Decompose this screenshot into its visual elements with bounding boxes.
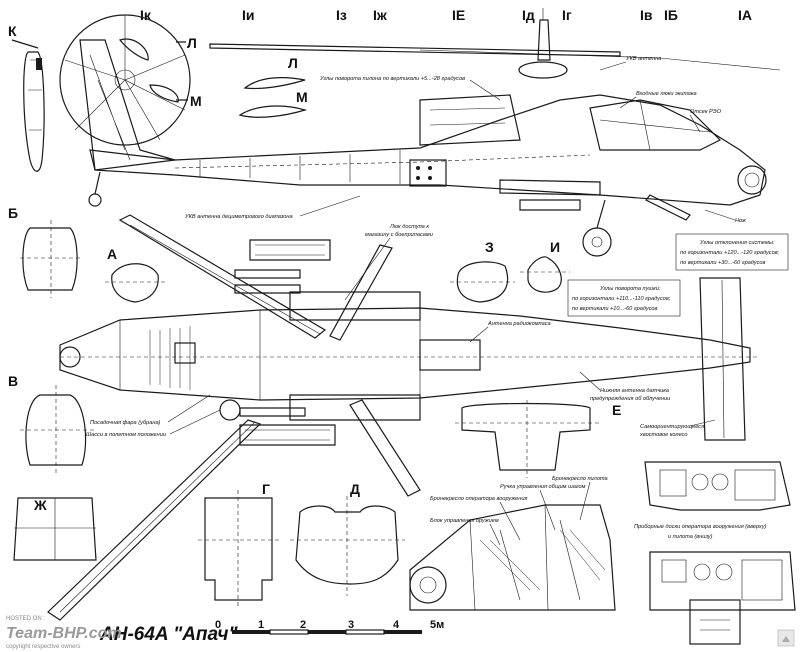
section-label-l: Л [187, 35, 197, 51]
annotation-crew-hatches: Входные люки экипажа [636, 91, 697, 97]
annotation-gun-angles-2: по горизонтали +110...-110 градусов; [572, 296, 671, 302]
annotation-sight-angles-2: по горизонтали +120...-120 градусов; [680, 250, 780, 256]
scale-tick-1: 1 [258, 619, 264, 631]
section-label-z: З [485, 239, 494, 255]
section-label-zh: Ж [33, 497, 47, 513]
section-z: З [450, 239, 515, 303]
station-label-z: Iз [336, 7, 347, 23]
cockpit-cutaway: Ручка управления общим шагом Бронекресло… [409, 476, 616, 611]
station-label-e: IЕ [452, 7, 465, 23]
section-label-m: М [190, 93, 202, 109]
plan-annotations: Люк доступа к магазину с боеприпасами Уг… [86, 224, 716, 438]
annotation-self-center-2: хвостовое колесо [639, 432, 688, 438]
scale-tick-0: 0 [215, 619, 221, 631]
annotation-landing-light: Посадочная фара (убрана) [90, 420, 161, 426]
annotation-avionics-bay: Отсек РЭО [690, 109, 722, 115]
tail-rotor-disc: Л М [59, 14, 202, 146]
annotation-gun-angles-1: Углы поворота пушки: [599, 286, 661, 292]
fuselage-side [79, 39, 767, 257]
annotation-dashboards-1: Приборные доски оператора вооружения (вв… [634, 524, 767, 530]
section-k: К [8, 23, 45, 172]
side-annotations: Углы поворота пилона по вертикали +5...-… [184, 56, 789, 271]
annotation-gear-flight: Шасси в полетном положении [86, 432, 166, 438]
section-label-m2: М [296, 89, 308, 105]
annotation-gun-angles-3: по вертикали +10...-60 градусов [572, 306, 658, 312]
station-label-i: Iи [242, 7, 255, 23]
watermark-brand: Team-BHP.com [6, 625, 122, 642]
annotation-dashboards-2: и пилота (внизу) [668, 534, 713, 540]
section-label-e: Е [612, 402, 621, 418]
section-label-b: Б [8, 205, 18, 221]
annotation-pylon-angles: Углы поворота пилона по вертикали +5...-… [319, 76, 465, 82]
section-label-k: К [8, 23, 17, 39]
section-label-d: Д [350, 481, 360, 497]
annotation-warning-antenna-2: предупреждения об облучении [590, 396, 670, 402]
corner-glyph-icon [782, 636, 790, 642]
station-markers: Iк Iи Iз Iж IЕ Iд Iг Iв IБ IА [140, 7, 752, 23]
main-rotor-side [209, 8, 781, 79]
gun-angles-box [567, 279, 681, 317]
section-i: И [520, 239, 570, 293]
annotation-warning-antenna-1: Нижняя антенна датчика [600, 388, 669, 394]
section-a: А [105, 246, 165, 303]
annotation-knife: Нож [735, 218, 747, 224]
annotation-weapon-panel: Блок управления оружием [430, 518, 499, 524]
station-label-g: Iг [562, 7, 572, 23]
scale-tick-4: 4 [393, 619, 400, 631]
drawing-title: AH-64A "Апач" [99, 624, 238, 645]
plan-view [47, 214, 760, 621]
annotation-sight-angles-3: по вертикали +30...-60 градусов [680, 260, 766, 266]
instrument-panels: Приборные доски оператора вооружения (вв… [634, 461, 796, 645]
scale-tick-2: 2 [300, 619, 306, 631]
watermark-hosted-on: HOSTED ON : [6, 616, 45, 622]
section-e: Е [455, 400, 621, 478]
annotation-sight-angles-1: Углы отклонения системы: [699, 240, 775, 246]
watermark-copyright: copyright respective owners [6, 644, 80, 650]
annotation-pilot-armor: Бронекресло пилота [552, 476, 608, 482]
scale-bar: 0 1 2 3 4 5м [215, 619, 444, 635]
annotation-rear-uhf-antenna: УКВ антенна дециметрового диапазона [184, 214, 293, 220]
annotation-self-center-1: Самоориентирующееся [640, 424, 704, 430]
annotation-uhf-antenna: УКВ антенна [625, 56, 661, 62]
section-label-v: В [8, 373, 18, 389]
section-label-g: Г [262, 481, 270, 497]
station-label-zh: Iж [373, 7, 388, 23]
section-zh: Ж [13, 497, 97, 561]
sight-angles-box [675, 233, 789, 271]
scale-tick-3: 3 [348, 619, 354, 631]
section-label-l2: Л [288, 55, 298, 71]
station-label-d: Iд [522, 7, 535, 23]
station-label-b: IБ [664, 7, 678, 23]
section-v: В [8, 373, 95, 475]
annotation-ammo-hatch-2: магазину с боеприпасами [365, 232, 433, 238]
airfoil-sections: Л М [238, 55, 308, 118]
annotation-pilot-stick: Ручка управления общим шагом [500, 484, 586, 490]
section-label-a: А [107, 246, 117, 262]
section-d: Д [290, 481, 405, 596]
section-g: Г [198, 481, 280, 608]
section-label-i: И [550, 239, 560, 255]
station-label-a: IА [738, 7, 752, 23]
title-block: AH-64A "Апач" 0 1 2 3 4 5м [99, 619, 444, 645]
annotation-gunner-armor: Бронекресло оператора вооружения [430, 496, 527, 502]
watermark: HOSTED ON : Team-BHP.com copyright respe… [6, 616, 795, 650]
station-label-v: Iв [640, 7, 653, 23]
annotation-ammo-hatch-1: Люк доступа к [389, 224, 429, 230]
section-b: Б [8, 205, 82, 298]
annotation-radio-compass: Антенна радиокомпаса [487, 321, 551, 327]
scale-tick-5: 5м [430, 619, 444, 631]
station-label-k: Iк [140, 7, 152, 23]
